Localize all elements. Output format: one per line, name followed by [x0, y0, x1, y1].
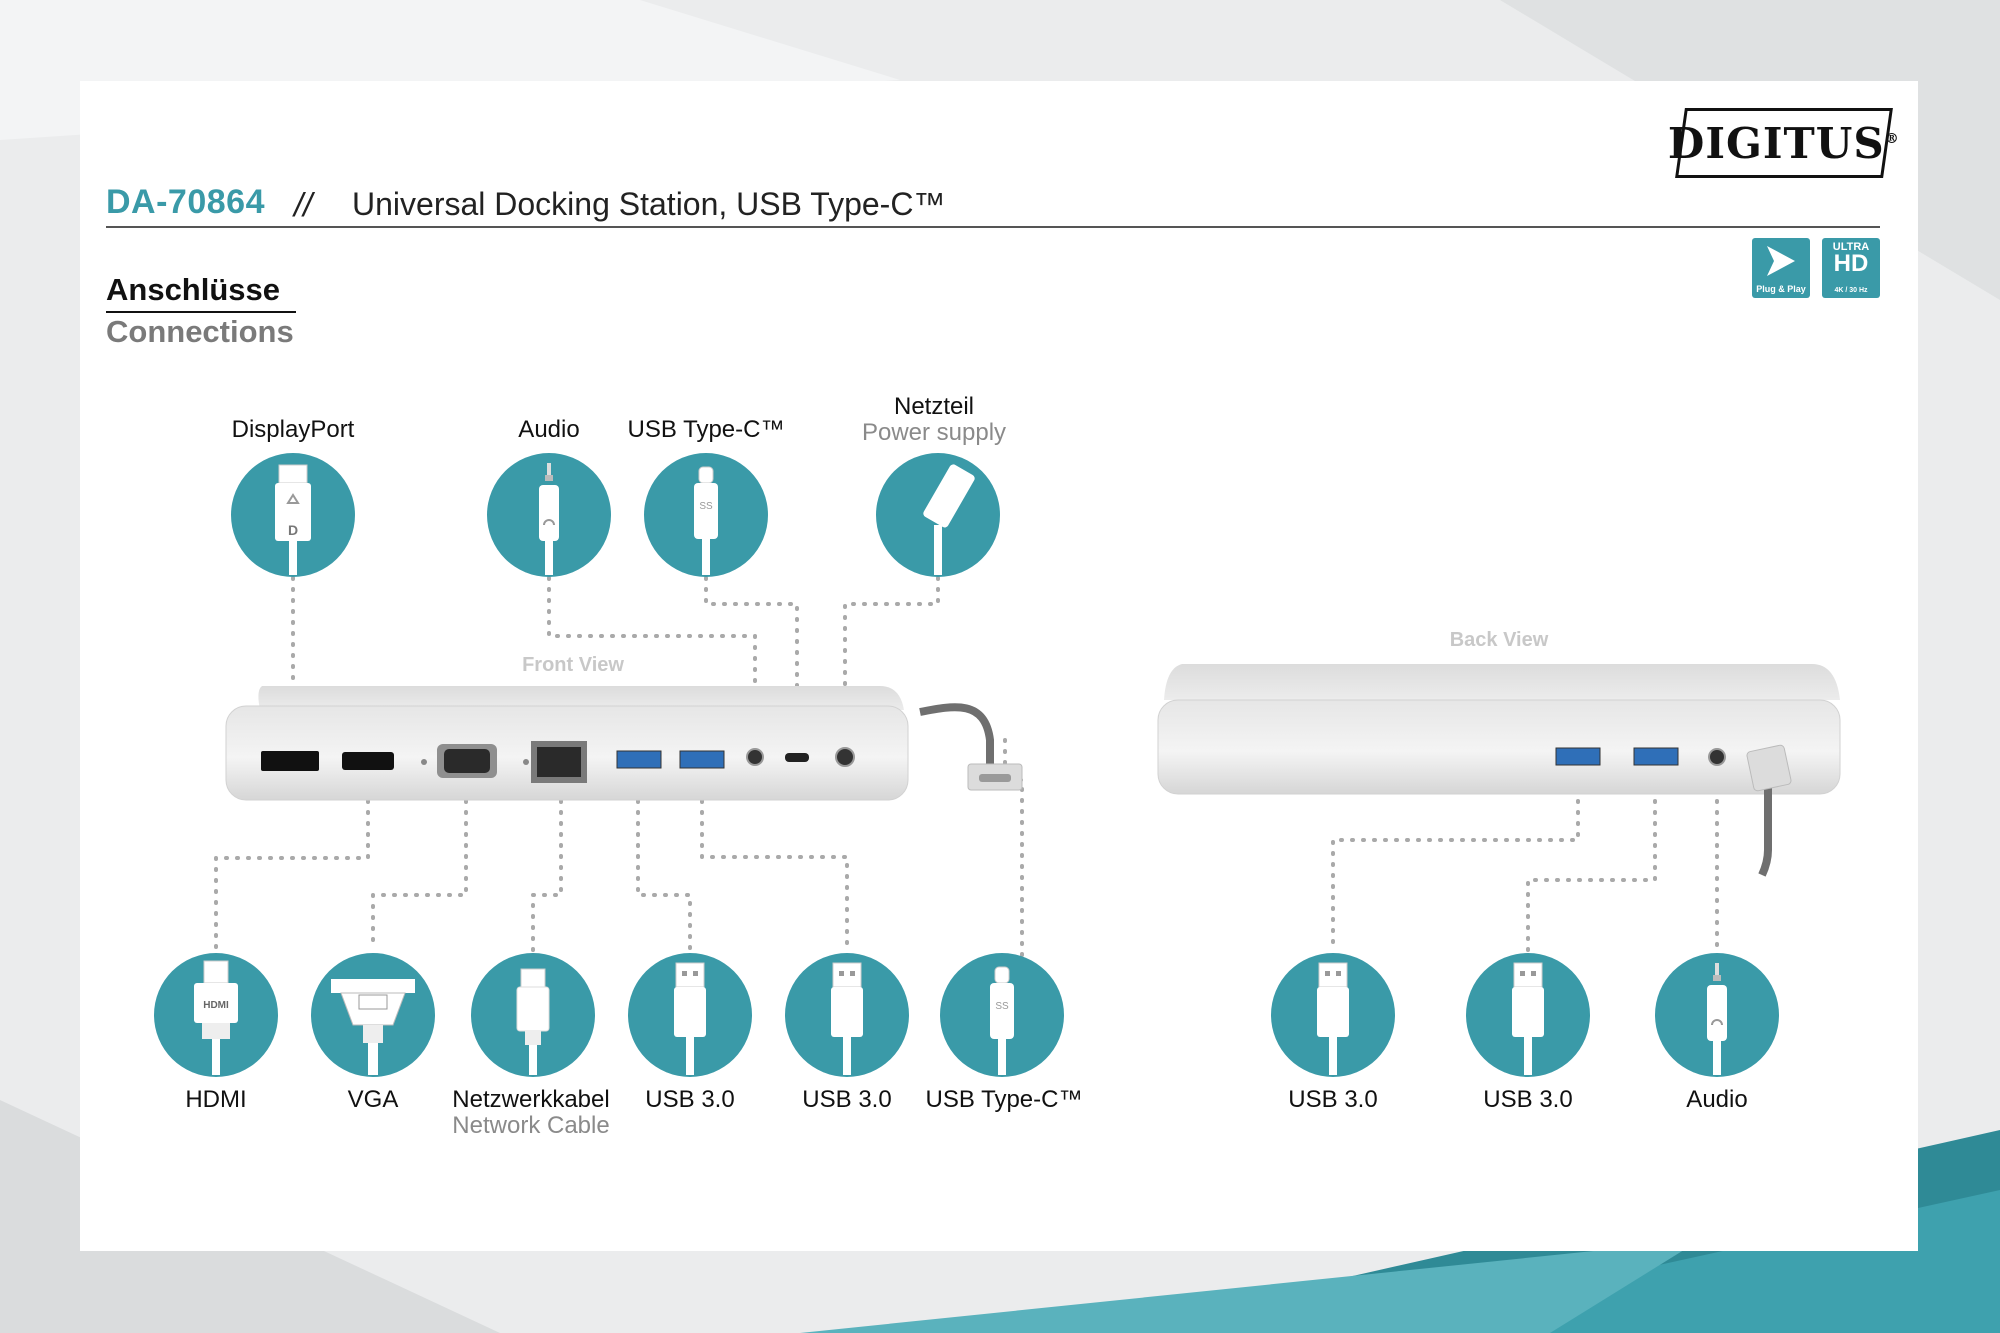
svg-text:SS: SS — [995, 1001, 1009, 1012]
back-device — [1157, 664, 1841, 877]
audio-jack-icon — [1655, 953, 1779, 1077]
play-arrow-icon — [1767, 246, 1795, 276]
label-vga: VGA — [347, 1086, 399, 1113]
ultra-label: ULTRA — [1832, 241, 1870, 253]
vga-plug-icon — [311, 953, 435, 1077]
hdmi-plug-icon: HDMI — [154, 953, 278, 1077]
hd-label: HD — [1833, 250, 1869, 277]
plug-and-play-label: Plug & Play — [1756, 284, 1806, 294]
connector-lines — [214, 576, 1719, 1012]
usb-type-c-icon: SS — [644, 453, 768, 577]
hdmi-plug-text: HDMI — [203, 1000, 229, 1011]
network-cable-icon — [471, 953, 595, 1077]
ultra-hd-badge: ULTRA HD 4K / 30 Hz — [1822, 238, 1880, 298]
back-view-label: Back View — [1449, 629, 1549, 651]
label-usbc-bottom: USB Type-C™ — [925, 1086, 1083, 1113]
section-title-en: Connections — [106, 314, 294, 349]
label-usb3-a: USB 3.0 — [645, 1086, 735, 1113]
brand-logo: DIGITUS® — [1668, 108, 1900, 178]
label-usbc-top: USB Type-C™ — [627, 416, 785, 443]
label-usb3-c: USB 3.0 — [1288, 1086, 1378, 1113]
section-title-de: Anschlüsse — [106, 272, 281, 307]
usb-a-icon — [1466, 953, 1590, 1077]
label-power-de: Netzteil — [893, 393, 975, 420]
label-hdmi: HDMI — [185, 1086, 247, 1113]
title-separator: // — [294, 186, 313, 223]
label-audio-back: Audio — [1686, 1086, 1748, 1113]
section-underline — [106, 311, 296, 313]
label-displayport: DisplayPort — [231, 416, 355, 443]
label-audio-top: Audio — [518, 416, 580, 443]
svg-text:SS: SS — [699, 501, 713, 512]
audio-jack-icon — [487, 453, 611, 577]
usb-a-icon — [1271, 953, 1395, 1077]
usb-a-icon — [628, 953, 752, 1077]
label-network-de: Netzwerkkabel — [452, 1086, 610, 1113]
label-network-en: Network Cable — [452, 1112, 610, 1139]
label-usb3-d: USB 3.0 — [1483, 1086, 1573, 1113]
brand-mark: ® — [1884, 130, 1900, 147]
front-device — [225, 686, 1023, 801]
usb-a-icon — [785, 953, 909, 1077]
brand-name: DIGITUS — [1668, 118, 1885, 168]
hd-spec-label: 4K / 30 Hz — [1834, 287, 1868, 294]
label-power-en: Power supply — [861, 419, 1007, 446]
plug-and-play-badge: Plug & Play — [1752, 238, 1810, 298]
page-title: Universal Docking Station, USB Type-C™ — [352, 186, 946, 222]
usb-type-c-icon: SS — [940, 953, 1064, 1077]
svg-text:D: D — [288, 522, 298, 538]
power-plug-icon — [876, 453, 1000, 577]
header-divider — [106, 226, 1880, 228]
front-view-label: Front View — [522, 654, 624, 676]
displayport-icon: D — [231, 453, 355, 577]
label-usb3-b: USB 3.0 — [802, 1086, 892, 1113]
model-number: DA-70864 — [106, 183, 265, 221]
